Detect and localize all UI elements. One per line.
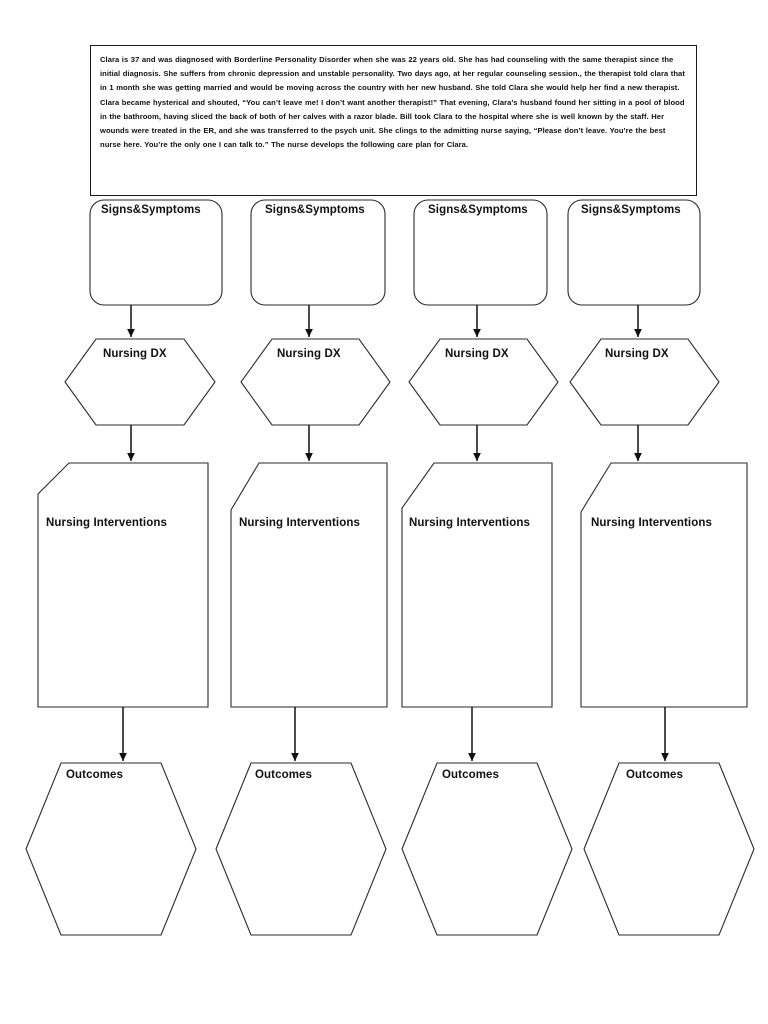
nursing-interventions-shape-2[interactable] [230,462,388,708]
outcomes-label-4: Outcomes [626,769,684,781]
case-scenario-box: Clara is 37 and was diagnosed with Borde… [90,45,697,196]
signs-symptoms-label-1: Signs&Symptoms [101,204,201,216]
signs-symptoms-box-3[interactable] [413,199,548,306]
outcomes-label-2: Outcomes [255,769,313,781]
outcomes-hexagon-1[interactable] [25,762,197,936]
signs-symptoms-box-2[interactable] [250,199,386,306]
outcomes-hexagon-3[interactable] [401,762,573,936]
nursing-interventions-shape-3[interactable] [401,462,553,708]
outcomes-label-3: Outcomes [442,769,500,781]
nursing-dx-label-1: Nursing DX [103,348,167,360]
nursing-dx-hexagon-3[interactable] [408,338,559,426]
nursing-interventions-label-4: Nursing Interventions [591,517,712,529]
nursing-interventions-label-3: Nursing Interventions [409,517,530,529]
outcomes-hexagon-4[interactable] [583,762,755,936]
outcomes-hexagon-2[interactable] [215,762,387,936]
nursing-interventions-label-2: Nursing Interventions [239,517,360,529]
nursing-interventions-shape-1[interactable] [37,462,209,708]
signs-symptoms-label-4: Signs&Symptoms [581,204,681,216]
signs-symptoms-label-3: Signs&Symptoms [428,204,528,216]
nursing-dx-label-2: Nursing DX [277,348,341,360]
nursing-dx-hexagon-1[interactable] [64,338,216,426]
signs-symptoms-label-2: Signs&Symptoms [265,204,365,216]
signs-symptoms-box-4[interactable] [567,199,701,306]
outcomes-label-1: Outcomes [66,769,124,781]
nursing-dx-hexagon-2[interactable] [240,338,391,426]
nursing-dx-hexagon-4[interactable] [569,338,720,426]
nursing-dx-label-3: Nursing DX [445,348,509,360]
nursing-interventions-shape-4[interactable] [580,462,748,708]
case-scenario-text: Clara is 37 and was diagnosed with Borde… [100,55,685,150]
signs-symptoms-box-1[interactable] [89,199,223,306]
nursing-dx-label-4: Nursing DX [605,348,669,360]
nursing-interventions-label-1: Nursing Interventions [46,517,167,529]
